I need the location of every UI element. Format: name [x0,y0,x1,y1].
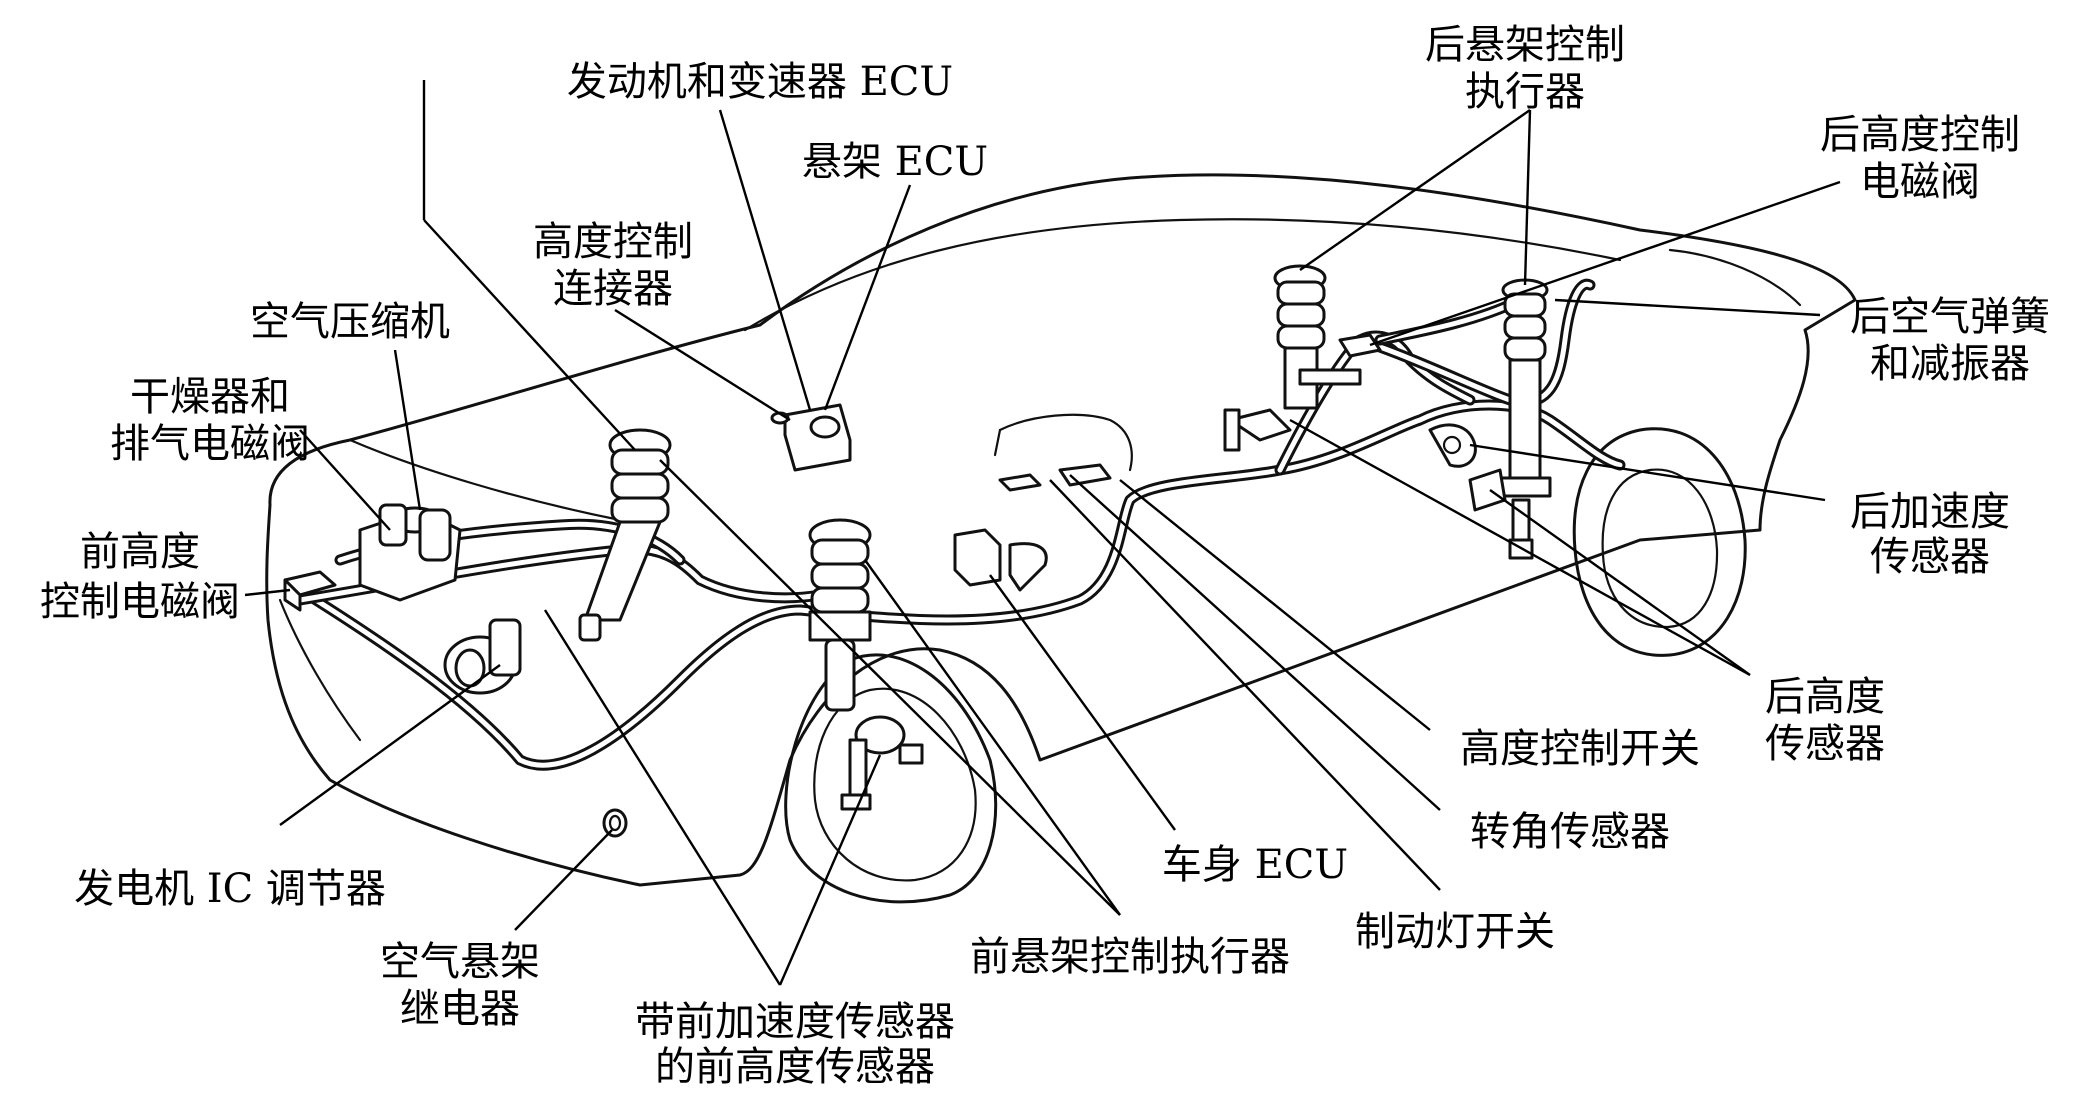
front-strut-right [808,518,872,712]
label-engine-trans-ecu: 发动机和变速器 ECU [567,59,953,105]
label-rear-air-spring-line1: 后空气弹簧 [1850,294,2050,340]
rear-height-valve-part [1298,333,1382,386]
label-rear-height-sensor-line1: 后高度 [1765,674,1885,720]
label-air-suspension-relay-line2: 继电器 [400,986,520,1032]
label-front-height-valve-line2: 控制电磁阀 [40,579,240,625]
rear-strut-left [1223,264,1327,452]
label-suspension-ecu: 悬架 ECU [802,139,988,185]
front-height-sensor-part [840,715,924,811]
air-compressor-unit [358,503,462,602]
relay-part [602,808,628,838]
label-height-control-switch: 高度控制开关 [1460,726,1700,772]
label-rear-actuator-line1: 后悬架控制 [1425,22,1625,68]
label-dryer-exhaust-valve-line1: 干燥器和 [130,374,290,420]
label-air-suspension-relay-line1: 空气悬架 [380,939,540,985]
rear-accel-sensor-part [1428,423,1477,468]
labels: 发动机和变速器 ECU 悬架 ECU 高度控制 连接器 空气压缩机 干燥器和 排… [40,22,2050,1090]
label-height-control-connector-line1: 高度控制 [533,219,693,265]
label-front-height-valve-line1: 前高度 [80,529,200,575]
label-height-control-connector-line2: 连接器 [553,266,673,312]
suspension-ecu-part [770,403,852,472]
label-steering-angle-sensor: 转角传感器 [1470,809,1670,855]
alternator-part [443,618,522,695]
label-rear-actuator-line2: 执行器 [1465,69,1585,115]
label-rear-air-spring-line2: 和减振器 [1870,341,2030,387]
label-rear-accel-sensor-line1: 后加速度 [1850,489,2010,535]
label-body-ecu: 车身 ECU [1162,842,1348,888]
rear-height-sensor-part [1468,468,1507,512]
label-air-compressor: 空气压缩机 [250,299,450,345]
label-alternator-ic-regulator: 发电机 IC 调节器 [74,866,386,912]
label-front-height-sensor-line2: 的前高度传感器 [655,1044,935,1090]
rear-strut-right [1498,278,1552,560]
leader-lines [244,80,1841,986]
label-front-height-sensor-line1: 带前加速度传感器 [635,999,955,1045]
label-brake-light-switch: 制动灯开关 [1355,909,1555,955]
label-rear-height-valve-line2: 电磁阀 [1860,159,1980,205]
front-height-valve-part [283,570,337,612]
front-strut-left [578,428,672,642]
height-control-switch-part [998,463,1112,492]
car-body [265,173,1857,904]
label-dryer-exhaust-valve-line2: 排气电磁阀 [110,421,310,467]
body-ecu-part [953,528,1048,592]
label-front-actuator: 前悬架控制执行器 [970,934,1290,980]
label-rear-height-sensor-line2: 传感器 [1765,721,1885,767]
label-rear-height-valve-line1: 后高度控制 [1820,112,2020,158]
label-rear-accel-sensor-line2: 传感器 [1870,534,1990,580]
